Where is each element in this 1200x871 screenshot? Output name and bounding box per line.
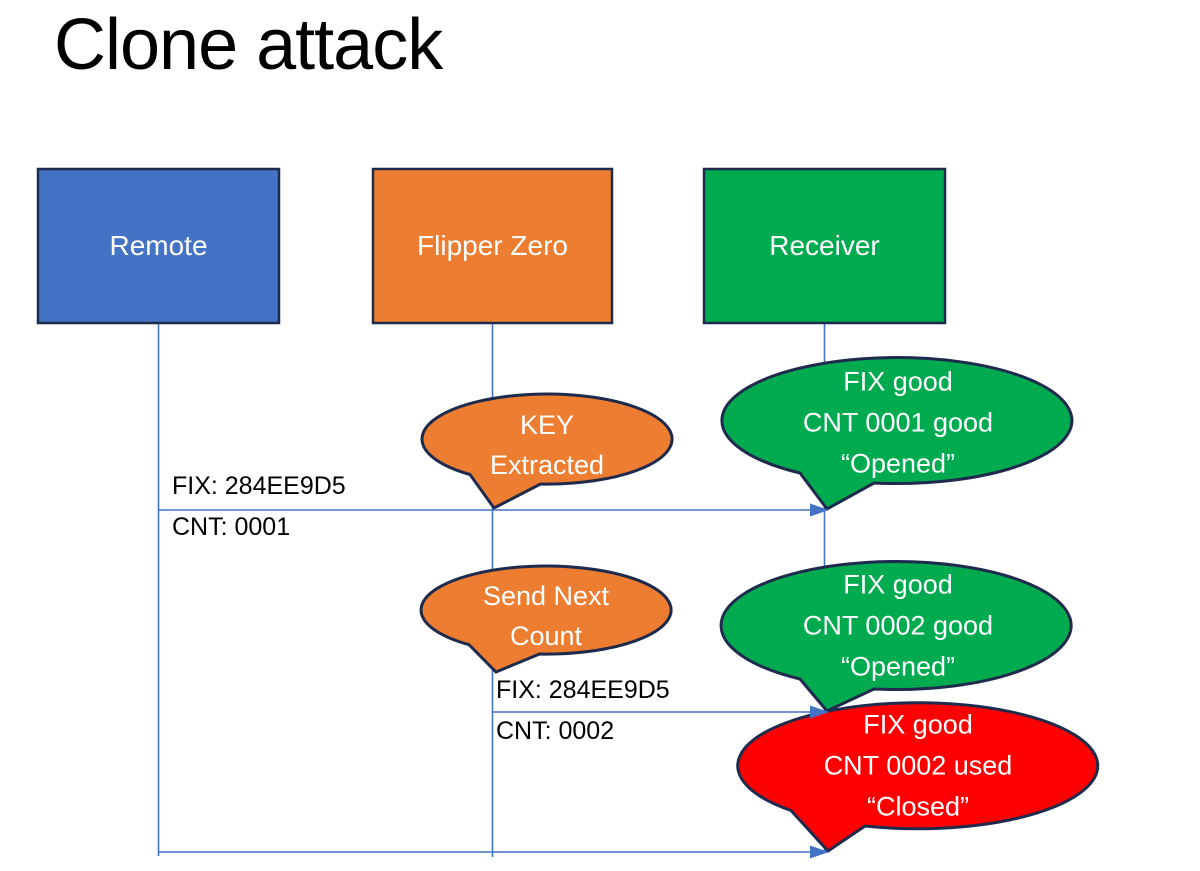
callout-line: FIX good: [843, 366, 953, 397]
callout-text-key-extracted: KEY Extracted: [490, 405, 604, 485]
actor-label-remote: Remote: [109, 230, 208, 261]
callout-line: CNT 0001 good: [802, 407, 994, 438]
callout-opened-0002: [719, 560, 1073, 713]
message-label-cnt-1: CNT: 0001: [172, 513, 291, 541]
callout-line: Extracted: [489, 450, 605, 480]
message-label-fix-2: FIX: 284EE9D5: [496, 676, 670, 704]
callout-key-extracted: [420, 392, 674, 510]
callout-text-opened-0001: FIX good CNT 0001 good “Opened”: [803, 362, 993, 485]
callout-line: FIX good: [843, 569, 953, 600]
actor-label-receiver: Receiver: [769, 230, 880, 261]
actor-label-flipper-zero: Flipper Zero: [417, 230, 568, 261]
callout-send-next-count: [419, 564, 673, 674]
actor-box-flipper-zero: [371, 167, 614, 325]
message-label-fix-1: FIX: 284EE9D5: [172, 472, 346, 500]
callout-line: CNT 0002 good: [802, 610, 994, 641]
callout-line: “Opened”: [840, 651, 956, 682]
callout-line: FIX good: [863, 709, 973, 740]
callout-text-closed-0002: FIX good CNT 0002 used “Closed”: [824, 705, 1013, 828]
callout-line: Send Next: [482, 581, 610, 611]
arrowhead-icon: [810, 503, 829, 517]
callout-line: KEY: [519, 410, 575, 440]
page-title: Clone attack: [54, 5, 443, 85]
actor-box-receiver: [702, 167, 947, 325]
callout-line: CNT 0002 used: [823, 750, 1013, 781]
callout-text-send-next-count: Send Next Count: [483, 576, 609, 656]
actor-box-remote: [36, 167, 281, 325]
message-label-cnt-2: CNT: 0002: [496, 717, 615, 745]
callout-line: “Opened”: [840, 448, 956, 479]
callout-text-opened-0002: FIX good CNT 0002 good “Opened”: [803, 565, 993, 688]
callout-line: “Closed”: [866, 791, 970, 822]
callout-closed-0002: [736, 701, 1100, 853]
arrowhead-icon: [810, 705, 829, 719]
callout-line: Count: [509, 621, 583, 651]
arrowhead-icon: [810, 845, 829, 859]
callout-opened-0001: [720, 356, 1074, 511]
